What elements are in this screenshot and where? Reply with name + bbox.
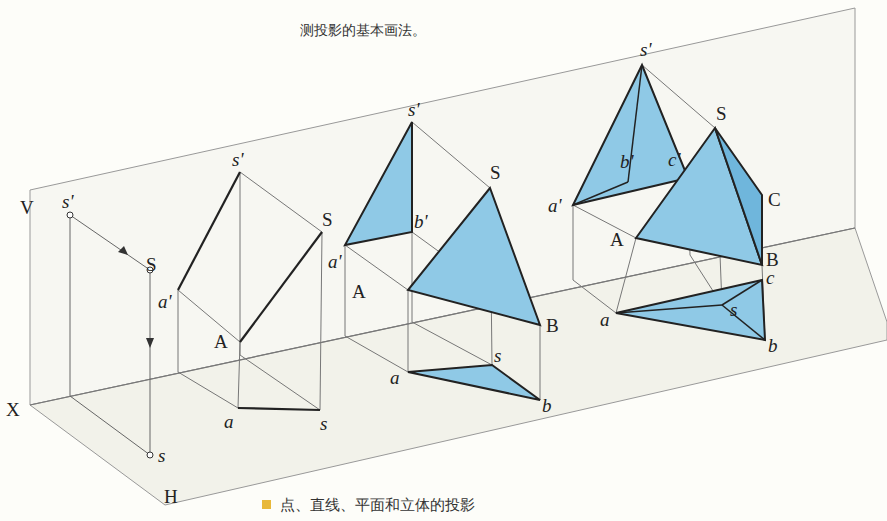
point-label: S — [146, 255, 157, 274]
point-label: C — [768, 190, 781, 209]
point-label: b' — [414, 212, 428, 231]
point-label: S — [490, 163, 501, 182]
point-label: b' — [620, 152, 634, 171]
point-label: S — [716, 104, 727, 123]
point-label: b — [768, 336, 778, 355]
point-label: B — [546, 316, 559, 335]
point-label: c' — [668, 150, 681, 169]
point-label: A — [352, 282, 366, 301]
point-label: H — [164, 487, 178, 506]
point-label: c — [766, 268, 774, 287]
figure-caption: 点、直线、平面和立体的投影 — [280, 496, 475, 515]
point-label: a — [224, 412, 234, 431]
point-label: s' — [232, 150, 243, 169]
heading-fragment: 测投影的基本画法。 — [300, 22, 426, 39]
point-label: A — [214, 332, 228, 351]
point-label: a' — [548, 196, 562, 215]
point-label: a — [600, 310, 610, 329]
point-label: X — [6, 400, 20, 419]
point-label: A — [610, 230, 624, 249]
point-label: s — [158, 446, 165, 465]
point-label: s' — [640, 40, 651, 59]
point-label: S — [322, 210, 333, 229]
point-label: s' — [62, 192, 73, 211]
point-label: a' — [328, 252, 342, 271]
point-label: a — [390, 368, 400, 387]
point-label: a' — [158, 292, 172, 311]
point-label: B — [766, 250, 779, 269]
point-label: s' — [408, 100, 419, 119]
point-label: V — [20, 198, 34, 217]
point-label: s — [494, 346, 501, 365]
point-label: s — [730, 300, 737, 319]
point-label: s — [320, 414, 327, 433]
point-label: b — [542, 396, 552, 415]
